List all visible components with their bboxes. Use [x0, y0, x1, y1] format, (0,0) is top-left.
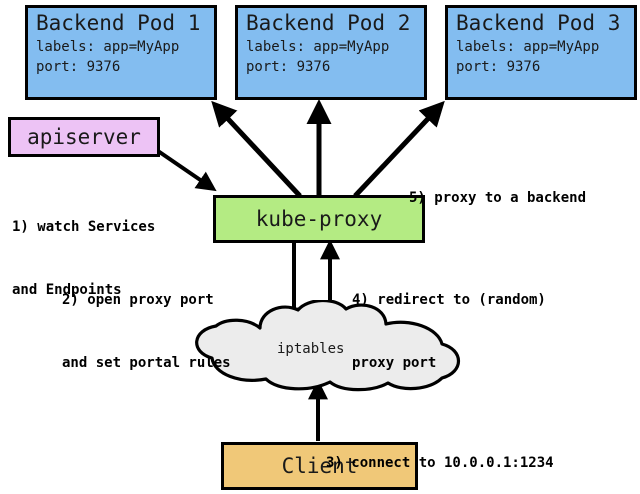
backend-pod-1-title: Backend Pod 1 [36, 11, 201, 35]
step-3-annotation: 3) connect to 10.0.0.1:1234 [326, 411, 554, 494]
step-5-annotation: 5) proxy to a backend [409, 146, 586, 251]
cloud-shape [195, 298, 460, 392]
step-4-annotation: 4) redirect to (random) proxy port [352, 248, 546, 416]
backend-pod-2-box[interactable]: Backend Pod 2 labels: app=MyApp port: 93… [235, 5, 427, 100]
backend-pod-2-title: Backend Pod 2 [246, 11, 411, 35]
client-box[interactable]: Client [221, 442, 418, 490]
backend-pod-1-labels: labels: app=MyApp [36, 39, 180, 55]
iptables-cloud[interactable] [186, 298, 468, 392]
edge-kubeproxy-to-pod-1 [211, 100, 302, 198]
apiserver-label: apiserver [27, 125, 141, 149]
kube-proxy-box[interactable]: kube-proxy [213, 195, 425, 243]
backend-pod-3-box[interactable]: Backend Pod 3 labels: app=MyApp port: 93… [445, 5, 637, 100]
backend-pod-3-labels: labels: app=MyApp [456, 39, 600, 55]
step-3-line-1: 3) connect to 10.0.0.1:1234 [326, 455, 554, 471]
backend-pod-1-port: port: 9376 [36, 59, 121, 75]
step-4-line-1: 4) redirect to (random) [352, 292, 546, 308]
step-2-annotation: 2) open proxy port and set portal rules [62, 248, 231, 416]
step-1-line-1: 1) watch Services [12, 219, 156, 235]
kube-proxy-label: kube-proxy [255, 207, 383, 231]
backend-pod-3-title: Backend Pod 3 [456, 11, 621, 35]
apiserver-box[interactable]: apiserver [8, 117, 160, 157]
step-1-annotation: 1) watch Services and Endpoints [12, 175, 155, 343]
step-5-line-1: 5) proxy to a backend [409, 190, 587, 206]
backend-pod-2-port: port: 9376 [246, 59, 331, 75]
backend-pod-1-box[interactable]: Backend Pod 1 labels: app=MyApp port: 93… [25, 5, 217, 100]
backend-pod-3-port: port: 9376 [456, 59, 541, 75]
backend-pod-2-labels: labels: app=MyApp [246, 39, 390, 55]
step-2-line-2: and set portal rules [62, 355, 231, 371]
step-4-line-2: proxy port [352, 355, 437, 371]
client-label: Client [281, 454, 358, 478]
step-1-line-2: and Endpoints [12, 282, 122, 298]
step-2-line-1: 2) open proxy port [62, 292, 214, 308]
edge-apiserver-to-kubeproxy [156, 149, 217, 192]
iptables-label: iptables [277, 341, 345, 357]
